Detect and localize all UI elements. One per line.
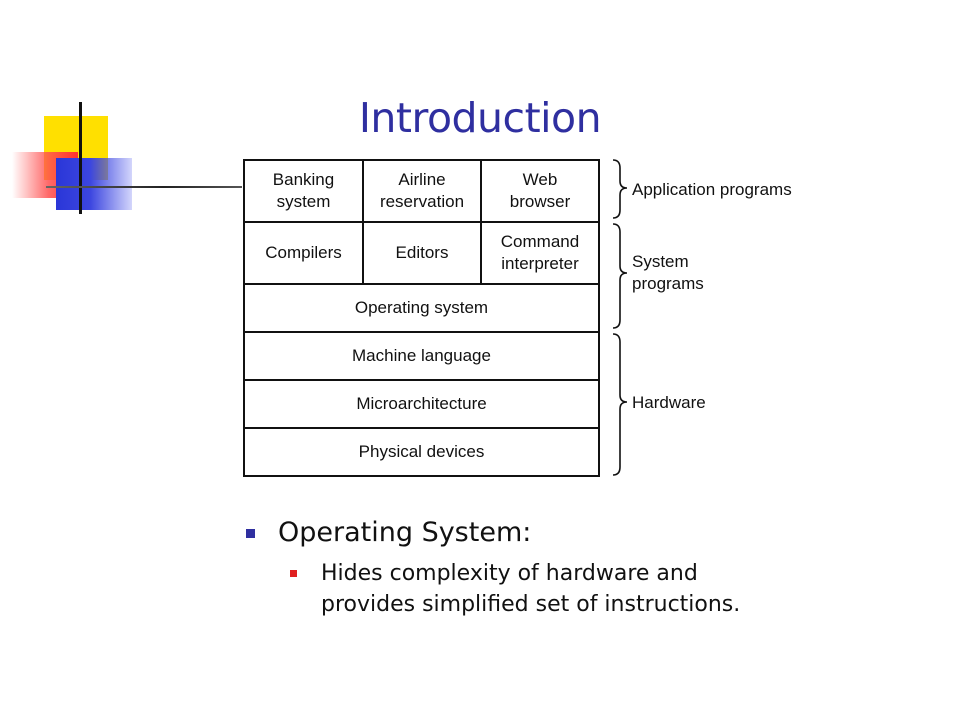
cell-web-browser: Web browser (480, 159, 600, 223)
layer-machine-language: Machine language (243, 331, 600, 381)
label-system-programs: System programs (632, 252, 704, 293)
bullet-sub: Hides complexity of hardware and provide… (288, 558, 781, 620)
cell-editors: Editors (362, 221, 482, 285)
decorative-horizontal-line (46, 186, 242, 188)
cell-compilers: Compilers (243, 221, 364, 285)
bullet-list: Operating System: Hides complexity of ha… (244, 514, 884, 620)
cell-command-interpreter: Command interpreter (480, 221, 600, 285)
label-application-programs: Application programs (632, 180, 792, 199)
label-hardware: Hardware (632, 393, 706, 412)
bullet-main: Operating System: (244, 514, 884, 552)
layer-physical-devices: Physical devices (243, 427, 600, 477)
decorative-vertical-line (79, 102, 82, 214)
decorative-blue-square (56, 158, 132, 210)
brace-hardware (612, 333, 628, 476)
brace-system-programs (612, 223, 628, 329)
cell-airline-reservation: Airline reservation (362, 159, 482, 223)
slide-title: Introduction (358, 94, 602, 142)
brace-application-programs (612, 159, 628, 219)
layer-operating-system: Operating system (243, 283, 600, 333)
